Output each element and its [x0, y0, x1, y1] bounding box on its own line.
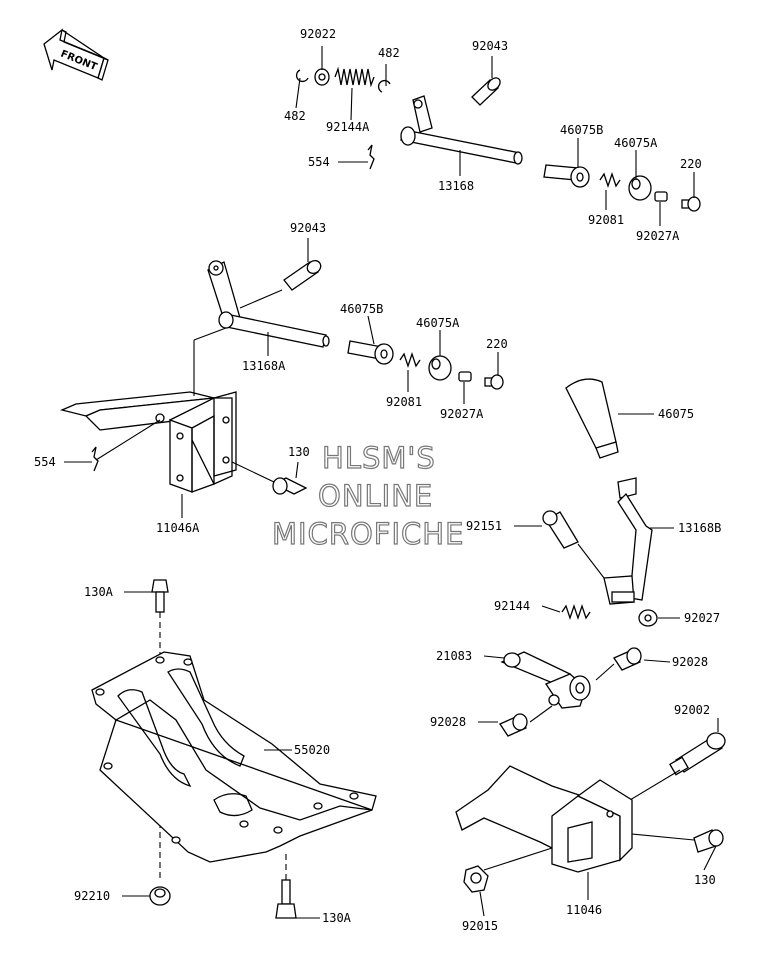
- screw-220-upper: [681, 196, 701, 212]
- bolt-130A-top: [151, 579, 169, 613]
- label-92002: 92002: [674, 703, 710, 717]
- label-46075: 46075: [658, 407, 694, 421]
- front-arrow: FRONT: [43, 28, 109, 81]
- label-92015: 92015: [462, 919, 498, 933]
- label-13168A: 13168A: [242, 359, 286, 373]
- shift-shaft-13168A: [207, 260, 330, 348]
- label-92081-middle: 92081: [386, 395, 422, 409]
- bolt-130-middle: [231, 461, 308, 495]
- bolt-130-bracket: [693, 829, 724, 853]
- lever-13168B: [603, 477, 653, 605]
- pin-92027A-upper: [654, 191, 668, 202]
- bolt-130A-bottom: [275, 879, 297, 919]
- watermark-line3: MICROFICHE: [272, 517, 464, 551]
- label-92081-upper: 92081: [588, 213, 624, 227]
- label-220-middle: 220: [486, 337, 508, 351]
- label-92144A: 92144A: [326, 120, 370, 134]
- bolt-92002: [669, 732, 726, 776]
- label-46075A-upper: 46075A: [614, 136, 658, 150]
- spring-92081-upper: [599, 171, 621, 189]
- label-130A-bottom: 130A: [322, 911, 352, 925]
- label-482-left: 482: [284, 109, 306, 123]
- bolt-92151: [542, 510, 605, 579]
- label-482-right: 482: [378, 46, 400, 60]
- nut-92210: [149, 886, 171, 906]
- spring-92144: [561, 603, 591, 621]
- spring-92144A: [334, 66, 375, 88]
- label-92144: 92144: [494, 599, 530, 613]
- knob-46075: [565, 378, 619, 459]
- washer-92027: [638, 609, 658, 627]
- label-46075B-middle: 46075B: [340, 302, 383, 316]
- pin-92043-middle: [283, 260, 322, 291]
- shift-lever-group: [514, 378, 680, 627]
- label-92028-left: 92028: [430, 715, 466, 729]
- cap-46075A-middle: [428, 355, 452, 381]
- label-46075A-middle: 46075A: [416, 316, 460, 330]
- e-clip-482-left: [296, 69, 309, 82]
- collar-46075B-middle: [347, 340, 394, 365]
- label-11046: 11046: [566, 903, 602, 917]
- label-92022: 92022: [300, 27, 336, 41]
- label-92151: 92151: [466, 519, 502, 533]
- cap-46075A-upper: [628, 175, 652, 201]
- watermark: HLSM'S ONLINE MICROFICHE: [271, 440, 464, 551]
- label-21083: 21083: [436, 649, 472, 663]
- label-92043-upper: 92043: [472, 39, 508, 53]
- label-92028-right: 92028: [672, 655, 708, 669]
- bracket-11046: [455, 765, 633, 873]
- label-92210: 92210: [74, 889, 110, 903]
- pin-92027A-middle: [458, 371, 472, 382]
- shift-shaft-13168: [400, 95, 523, 165]
- label-130-bracket: 130: [694, 873, 716, 887]
- label-130-middle: 130: [288, 445, 310, 459]
- label-13168: 13168: [438, 179, 474, 193]
- bracket-11046-group: [455, 718, 726, 917]
- watermark-line2: ONLINE: [318, 479, 433, 513]
- clip-554-middle: [91, 446, 99, 472]
- label-55020: 55020: [294, 743, 330, 757]
- watermark-line1: HLSM'S: [322, 441, 436, 475]
- middle-shaft-group: [59, 238, 504, 518]
- collar-46075B-upper: [543, 164, 590, 188]
- part-labels: 92022 482 92043 482 92144A 46075B 46075A…: [34, 27, 721, 933]
- screw-220-middle: [484, 374, 504, 390]
- nut-92015: [463, 865, 489, 893]
- label-11046A: 11046A: [156, 521, 200, 535]
- label-130A-top: 130A: [84, 585, 114, 599]
- fork-21083: [500, 651, 591, 709]
- spring-92081-middle: [399, 351, 421, 369]
- label-554-upper: 554: [308, 155, 330, 169]
- skid-plate-55020: [91, 579, 377, 919]
- label-92027A-middle: 92027A: [440, 407, 484, 421]
- label-220-upper: 220: [680, 157, 702, 171]
- label-92027A-upper: 92027A: [636, 229, 680, 243]
- label-554-middle: 554: [34, 455, 56, 469]
- clip-554-upper: [367, 144, 375, 170]
- label-92027: 92027: [684, 611, 720, 625]
- pin-92043-upper: [471, 77, 501, 106]
- shift-fork-group: [478, 647, 671, 737]
- label-46075B-upper: 46075B: [560, 123, 603, 137]
- label-92043-middle: 92043: [290, 221, 326, 235]
- label-13168B: 13168B: [678, 521, 721, 535]
- bracket-11046A: [59, 327, 237, 493]
- pin-92028-right: [613, 647, 642, 671]
- e-clip-482-right: [378, 80, 391, 93]
- pin-92028-left: [499, 713, 528, 737]
- upper-shaft-group: [295, 46, 701, 226]
